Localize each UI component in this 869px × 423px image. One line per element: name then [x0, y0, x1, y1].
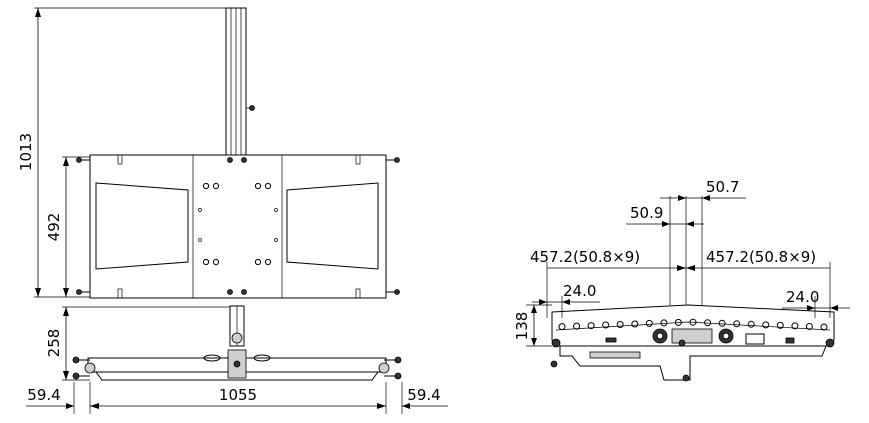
side-hole [733, 320, 741, 328]
top-view [72, 305, 402, 381]
right-window [286, 182, 379, 270]
dim-overall-width: 1055 [219, 386, 257, 404]
side-hole [587, 322, 595, 330]
side-hole [689, 318, 697, 326]
side-view [550, 304, 835, 382]
dim-pin-offset-a: 50.7 [706, 178, 739, 196]
side-hole [573, 322, 581, 330]
side-hole [704, 319, 712, 327]
dim-frame-height: 492 [45, 213, 63, 242]
dim-left-offset: 59.4 [27, 386, 60, 404]
dim-pin-offset-b: 50.9 [630, 204, 663, 222]
side-hole [762, 321, 770, 329]
side-hole [747, 320, 755, 328]
side-hole [820, 323, 828, 331]
dim-side-height: 138 [513, 312, 531, 341]
side-hole [558, 323, 566, 331]
dim-right-span: 457.2(50.8×9) [706, 248, 816, 266]
front-frame [89, 154, 387, 299]
side-hole [776, 321, 784, 329]
right-dimensions [526, 195, 850, 347]
left-dimensions [26, 7, 448, 414]
side-hole [718, 319, 726, 327]
side-hole [674, 318, 682, 326]
side-hole [791, 322, 799, 330]
dim-left-span: 457.2(50.8×9) [530, 248, 640, 266]
side-hole [631, 320, 639, 328]
side-hole [805, 323, 813, 330]
dim-base-height: 258 [45, 329, 63, 358]
side-hole [602, 321, 610, 329]
side-bracket [559, 345, 827, 381]
dim-left-edge: 24.0 [563, 282, 596, 300]
side-hole [660, 319, 668, 327]
side-hole [616, 321, 624, 328]
front-view [76, 7, 400, 299]
side-hole [645, 319, 653, 327]
left-window [95, 182, 189, 270]
side-hole-row [558, 318, 828, 331]
dim-total-height: 1013 [17, 133, 35, 171]
dim-right-offset: 59.4 [407, 386, 440, 404]
dim-right-edge: 24.0 [786, 288, 819, 306]
